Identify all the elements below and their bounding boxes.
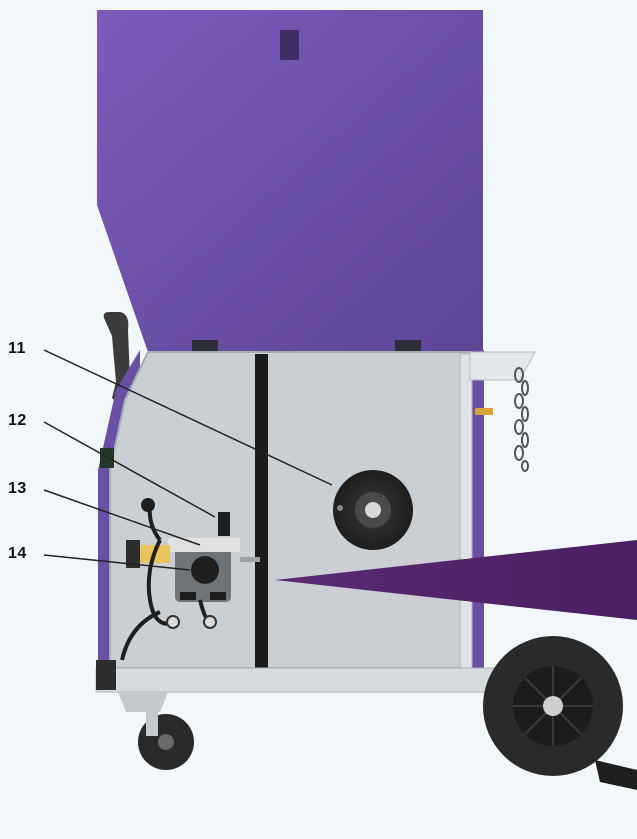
spool-hub — [333, 470, 413, 550]
gas-connector — [475, 408, 493, 415]
leader-lines — [43, 349, 333, 571]
leader-13 — [43, 489, 201, 546]
callout-14: 14 — [8, 545, 27, 562]
rear-wheel — [483, 636, 637, 790]
open-lid — [97, 10, 483, 352]
callout-11: 11 — [8, 340, 26, 357]
leader-12 — [43, 421, 216, 518]
chain-bracket — [469, 351, 536, 472]
center-divider — [255, 354, 268, 668]
purple-beam — [275, 540, 637, 620]
leader-14 — [43, 554, 191, 571]
inner-panel — [109, 351, 473, 669]
hinge-left — [192, 340, 218, 352]
switch — [100, 448, 114, 468]
callout-13: 13 — [8, 480, 27, 497]
callout-12: 12 — [8, 412, 27, 429]
chain — [514, 367, 529, 472]
grommet — [141, 498, 155, 512]
leader-11 — [43, 349, 333, 486]
base-frame — [95, 660, 527, 712]
lid-latch — [280, 30, 299, 60]
hinge-right — [395, 340, 421, 352]
front-caster — [138, 708, 194, 770]
